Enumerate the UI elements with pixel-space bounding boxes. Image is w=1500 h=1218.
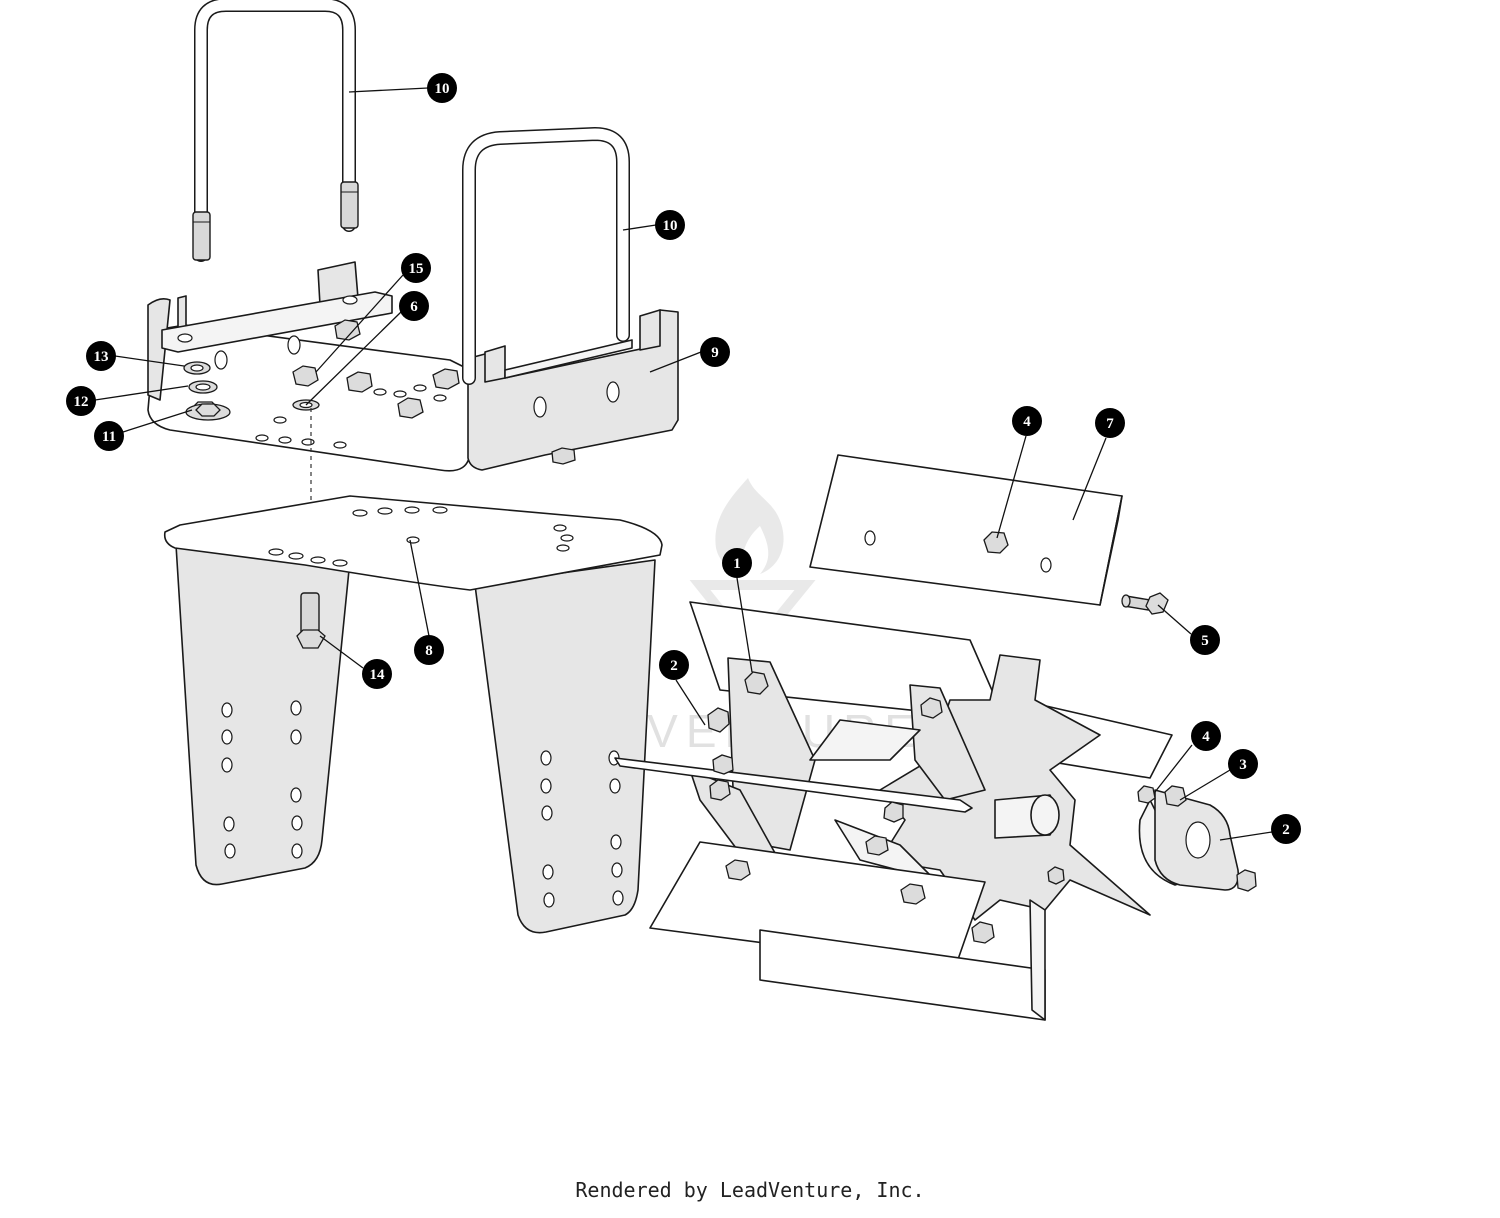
side-plate (1137, 785, 1257, 892)
u-bolt-front (462, 127, 630, 385)
callout-2-right: 2 (1271, 814, 1301, 844)
tine-plate (809, 454, 1123, 606)
svg-text:4: 4 (1023, 414, 1031, 430)
svg-text:15: 15 (409, 261, 424, 277)
callout-15: 15 (401, 253, 431, 283)
callout-10-lower: 10 (655, 210, 685, 240)
callout-2-left: 2 (659, 650, 689, 680)
hardware-stack (183, 361, 320, 421)
tine-assembly (614, 601, 1173, 1021)
svg-text:10: 10 (663, 218, 678, 234)
callout-4-upper: 4 (1012, 406, 1042, 436)
callouts: 10 10 15 6 13 9 12 11 (66, 73, 1301, 844)
bolt-5 (1121, 592, 1169, 615)
callout-12: 12 (66, 386, 96, 416)
callout-6: 6 (399, 291, 429, 321)
callout-5: 5 (1190, 625, 1220, 655)
mount-bracket (147, 261, 679, 472)
render-credit: Rendered by LeadVenture, Inc. (575, 1178, 925, 1202)
svg-text:13: 13 (94, 349, 109, 365)
svg-text:4: 4 (1202, 729, 1210, 745)
svg-text:5: 5 (1201, 633, 1209, 649)
callout-1: 1 (722, 548, 752, 578)
callout-7: 7 (1095, 408, 1125, 438)
svg-text:8: 8 (425, 643, 433, 659)
callout-8: 8 (414, 635, 444, 665)
svg-text:12: 12 (74, 394, 89, 410)
svg-text:10: 10 (435, 81, 450, 97)
svg-text:3: 3 (1239, 757, 1247, 773)
u-bolt-back (192, 0, 359, 262)
callout-9: 9 (700, 337, 730, 367)
svg-text:6: 6 (410, 299, 418, 315)
svg-text:7: 7 (1106, 416, 1114, 432)
leader-lines (94, 87, 1273, 841)
bolt-14 (296, 592, 326, 649)
callout-3: 3 (1228, 749, 1258, 779)
svg-text:2: 2 (670, 658, 678, 674)
svg-text:2: 2 (1282, 822, 1290, 838)
svg-text:9: 9 (711, 345, 719, 361)
callout-10-upper: 10 (427, 73, 457, 103)
svg-text:1: 1 (733, 556, 741, 572)
callout-4-lower: 4 (1191, 721, 1221, 751)
callout-14: 14 (362, 659, 392, 689)
callout-11: 11 (94, 421, 124, 451)
callout-13: 13 (86, 341, 116, 371)
tine-frame (163, 495, 663, 934)
svg-text:14: 14 (370, 667, 386, 683)
svg-text:11: 11 (102, 429, 116, 445)
